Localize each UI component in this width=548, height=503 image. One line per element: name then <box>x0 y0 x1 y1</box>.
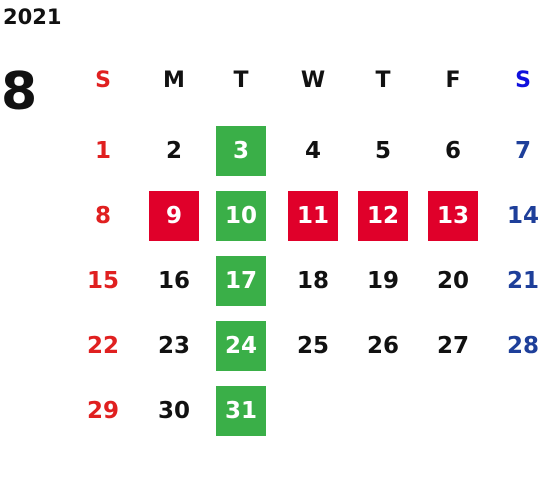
day-cell-4[interactable]: 4 <box>304 138 321 164</box>
day-cell-6[interactable]: 6 <box>444 138 461 164</box>
day-cell-28[interactable]: 28 <box>506 333 539 359</box>
day-cell-2[interactable]: 2 <box>165 138 182 164</box>
day-cell-11[interactable]: 11 <box>288 191 338 241</box>
day-cell-9[interactable]: 9 <box>149 191 199 241</box>
day-cell-21[interactable]: 21 <box>506 268 539 294</box>
day-cell-3[interactable]: 3 <box>216 126 266 176</box>
weekday-header-mon: M <box>163 68 185 93</box>
day-cell-1[interactable]: 1 <box>94 138 111 164</box>
day-cell-10[interactable]: 10 <box>216 191 266 241</box>
day-cell-30[interactable]: 30 <box>157 398 190 424</box>
day-cell-17[interactable]: 17 <box>216 256 266 306</box>
day-cell-5[interactable]: 5 <box>374 138 391 164</box>
day-cell-18[interactable]: 18 <box>296 268 329 294</box>
day-cell-22[interactable]: 22 <box>86 333 119 359</box>
weekday-header-tue: T <box>233 68 249 93</box>
year-label: 2021 <box>3 5 62 29</box>
day-cell-26[interactable]: 26 <box>366 333 399 359</box>
day-cell-7[interactable]: 7 <box>514 138 531 164</box>
day-cell-31[interactable]: 31 <box>216 386 266 436</box>
weekday-header-thu: T <box>375 68 391 93</box>
weekday-header-sat: S <box>515 68 531 93</box>
day-cell-23[interactable]: 23 <box>157 333 190 359</box>
month-number: 8 <box>1 62 38 122</box>
day-cell-19[interactable]: 19 <box>366 268 399 294</box>
day-cell-8[interactable]: 8 <box>94 203 111 229</box>
weekday-header-fri: F <box>445 68 461 93</box>
day-cell-15[interactable]: 15 <box>86 268 119 294</box>
weekday-header-wed: W <box>300 68 326 93</box>
day-cell-24[interactable]: 24 <box>216 321 266 371</box>
day-cell-14[interactable]: 14 <box>506 203 539 229</box>
day-cell-27[interactable]: 27 <box>436 333 469 359</box>
day-cell-29[interactable]: 29 <box>86 398 119 424</box>
day-cell-25[interactable]: 25 <box>296 333 329 359</box>
day-cell-13[interactable]: 13 <box>428 191 478 241</box>
day-cell-12[interactable]: 12 <box>358 191 408 241</box>
weekday-header-sun: S <box>95 68 111 93</box>
day-cell-20[interactable]: 20 <box>436 268 469 294</box>
day-cell-16[interactable]: 16 <box>157 268 190 294</box>
